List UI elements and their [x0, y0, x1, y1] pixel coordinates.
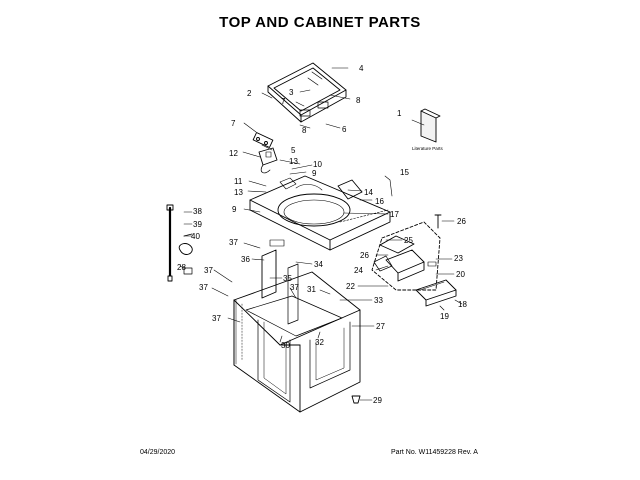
callout-26: 26: [360, 251, 369, 260]
callout-12: 11: [234, 177, 243, 186]
callout-13: 13: [289, 157, 298, 166]
callout-34: 36: [241, 255, 250, 264]
callout-30: 32: [315, 338, 324, 347]
screw-26: [434, 214, 442, 229]
callout-31: 33: [374, 296, 383, 305]
callout-40: 40: [191, 232, 200, 241]
callout-33: 35: [283, 274, 292, 283]
callout-5: 5: [291, 146, 296, 155]
dispenser-group-box: [371, 221, 441, 291]
callout-20: 19: [440, 312, 449, 321]
callout-24: 24: [354, 266, 363, 275]
callout-7: 7: [231, 119, 236, 128]
callout-19: 18: [458, 300, 467, 309]
callout-39: 39: [193, 220, 202, 229]
leveling-foot: [351, 395, 361, 404]
callout-11: 10: [313, 160, 322, 169]
callout-14: 12: [229, 149, 238, 158]
callout-16: 16: [375, 197, 384, 206]
callout-17: 17: [390, 210, 399, 219]
lid-assembly: [267, 62, 347, 123]
callout-8: 8: [302, 126, 307, 135]
callout-6: 6: [342, 125, 347, 134]
callout-8: 8: [356, 96, 361, 105]
callout-22: 22: [346, 282, 355, 291]
callout-9: 9: [232, 205, 237, 214]
lid-lock: [258, 147, 278, 174]
hinge-parts: [252, 132, 274, 148]
callout-18: 15: [400, 168, 409, 177]
callout-30: 31: [307, 285, 316, 294]
callout-30: 30: [281, 341, 290, 350]
footer-date: 04/29/2020: [140, 449, 176, 456]
callout-4: 4: [359, 64, 364, 73]
callout-28: 28: [177, 263, 186, 272]
callout-23: 23: [454, 254, 463, 263]
footer-part-number: Part No. W11459228 Rev. A: [391, 449, 478, 456]
callout-3: 3: [289, 88, 294, 97]
top-panel: [249, 175, 391, 251]
callout-27: 27: [376, 322, 385, 331]
hose-clips: [178, 233, 193, 275]
cabinet: [233, 271, 361, 413]
page-title: TOP AND CABINET PARTS: [219, 14, 421, 31]
callout-10: 9: [312, 169, 317, 178]
callout-7: 7: [281, 97, 286, 106]
callout-21: 20: [456, 270, 465, 279]
callout-15: 14: [364, 188, 373, 197]
callout-13: 13: [234, 188, 243, 197]
literature-parts: [420, 108, 441, 143]
callout-35: 37: [212, 314, 221, 323]
drain-hose: [166, 204, 174, 282]
callout-37: 37: [199, 283, 208, 292]
callout-37: 37: [290, 283, 299, 292]
callout-1: 1: [397, 109, 402, 118]
callout-29: 29: [373, 396, 382, 405]
callout-25: 25: [404, 236, 413, 245]
callout-36: 37: [204, 266, 213, 275]
callout-26: 26: [457, 217, 466, 226]
callout-2: 2: [247, 89, 252, 98]
dispenser-drawer: [415, 279, 457, 307]
leader-lines: [179, 67, 463, 401]
callout-37: 37: [229, 238, 238, 247]
callout-32: 34: [314, 260, 323, 269]
callout-38: 38: [193, 207, 202, 216]
literature-label: Literature Parts: [412, 146, 444, 151]
brackets: [261, 239, 299, 325]
